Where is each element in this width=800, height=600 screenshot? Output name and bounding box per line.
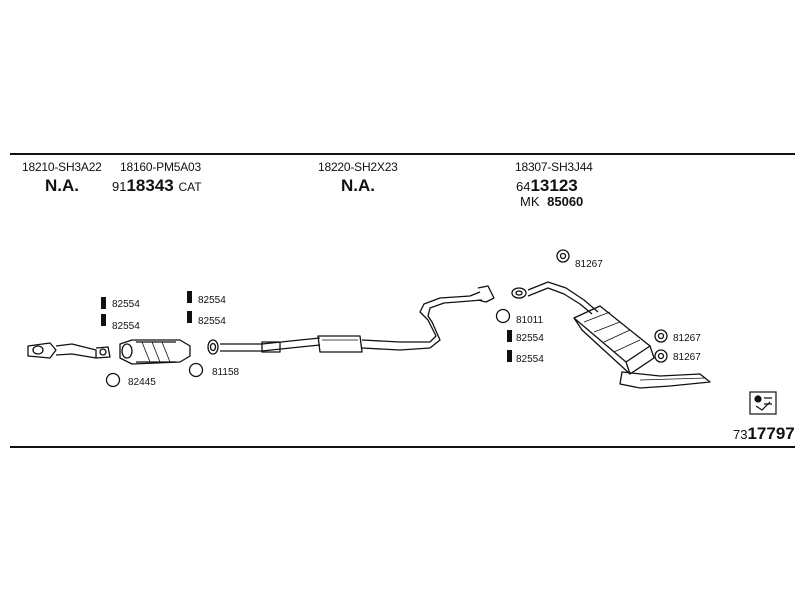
footer-code-number: 17797: [747, 424, 795, 443]
code-82554-b: 82554: [112, 321, 140, 332]
code-82554-f: 82554: [516, 354, 544, 365]
part-code-2: 9118343 CAT: [112, 176, 202, 196]
middle-pipe: [220, 285, 495, 353]
part-code-4-number: 13123: [530, 176, 578, 195]
gasket-ring-icon-2: [188, 362, 204, 378]
part-code-2-number: 18343: [126, 176, 174, 195]
rear-muffler: [511, 281, 711, 389]
bolt-stacks: [101, 291, 512, 362]
gasket-ring-icon: [105, 372, 121, 388]
code-81267-b: 81267: [673, 333, 701, 344]
part-code-4: 6413123: [516, 176, 578, 196]
code-81267-c: 81267: [673, 352, 701, 363]
part-code-2-prefix: 91: [112, 179, 127, 194]
part-value-3: N.A.: [341, 176, 375, 195]
code-81267-a: 81267: [575, 259, 603, 270]
part-code-4-alt-number: 85060: [547, 194, 584, 209]
code-82554-d: 82554: [198, 316, 226, 327]
part-number-1: 18210-SH3A22: [22, 160, 102, 174]
rubber-mount-icon-2: [654, 329, 668, 343]
part-number-3: 18220-SH2X23: [318, 160, 398, 174]
part-number-4: 18307-SH3J44: [515, 160, 593, 174]
bottom-rule: [10, 446, 795, 448]
catalytic-converter: [119, 339, 191, 365]
code-82554-e: 82554: [516, 333, 544, 344]
code-81158: 81158: [212, 367, 240, 378]
code-82554-a: 82554: [112, 299, 140, 310]
top-rule: [10, 153, 795, 155]
code-82554-c: 82554: [198, 295, 226, 306]
part-code-4-prefix: 64: [516, 179, 531, 194]
part-code-2-suffix: CAT: [178, 180, 202, 194]
flange-icon: [207, 339, 219, 355]
rubber-mount-icon: [556, 249, 570, 263]
front-pipe: [27, 342, 111, 359]
part-code-4-alt: MK 85060: [520, 194, 583, 209]
rubber-mount-icon-3: [654, 349, 668, 363]
code-81011: 81011: [516, 315, 544, 326]
code-82445: 82445: [128, 377, 156, 388]
gasket-ring-icon-3: [495, 308, 511, 324]
part-number-2: 18160-PM5A03: [120, 160, 201, 174]
part-code-4-alt-prefix: MK: [520, 194, 540, 209]
part-value-1: N.A.: [45, 176, 79, 195]
footer-code: 7317797: [733, 424, 795, 444]
catalog-reference-icon: [749, 391, 777, 415]
footer-code-prefix: 73: [733, 427, 748, 442]
